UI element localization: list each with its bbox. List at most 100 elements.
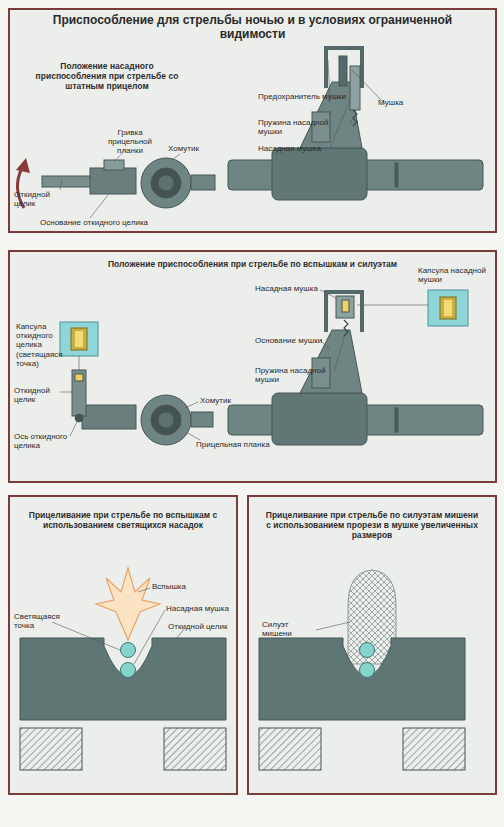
rear-sight — [42, 158, 215, 208]
sight-picture-silhouette — [403, 728, 465, 770]
barrel-front-sight — [272, 148, 367, 200]
barrel-front-sight — [353, 110, 357, 126]
part-label: Пружина насадной мушки — [255, 366, 335, 384]
part-label: Хомутик — [200, 396, 245, 405]
rear-sight — [90, 168, 136, 194]
sight-picture-flash — [121, 663, 136, 678]
rear-sight — [151, 168, 181, 198]
capsule-inset — [444, 300, 452, 316]
panel-heading: Прицеливание при стрельбе по вспышкам с … — [22, 511, 224, 531]
part-label: Гривка прицельной планки — [100, 128, 160, 156]
barrel-front-sight — [339, 56, 347, 86]
sight-picture-flash — [20, 728, 82, 770]
sight-picture-flash — [96, 568, 160, 640]
barrel-front-sight — [350, 66, 360, 110]
sight-picture-flash — [20, 568, 226, 770]
capsule-inset — [60, 290, 468, 370]
leader-line — [60, 392, 72, 393]
part-label: Капсула насадной мушки — [418, 266, 493, 284]
rear-sight-raised — [75, 414, 83, 422]
sight-picture-flash — [164, 728, 226, 770]
capsule-inset — [75, 331, 83, 347]
leader-line — [172, 154, 180, 160]
part-label: Насадная мушка — [255, 284, 325, 293]
barrel-front-sight — [395, 408, 398, 432]
part-label: Насадная мушка — [166, 604, 232, 613]
leader-line — [60, 180, 62, 190]
part-label: Откидной целик — [14, 190, 64, 208]
barrel-front-sight — [228, 292, 483, 445]
sight-picture-silhouette — [360, 663, 375, 678]
capsule-inset — [71, 328, 87, 350]
sight-picture-flash — [20, 638, 226, 720]
leader-line — [186, 432, 200, 440]
part-label: Силуэт мишени — [262, 620, 317, 638]
barrel-front-sight — [228, 48, 483, 200]
capsule-inset — [60, 322, 98, 356]
part-label: Насадная мушка — [258, 144, 333, 153]
part-label: Основание откидного целика — [40, 218, 150, 227]
leader-line — [334, 334, 345, 372]
barrel-front-sight — [344, 320, 348, 336]
rear-sight-raised — [72, 370, 86, 416]
panel-ground — [247, 495, 497, 795]
leader-line — [52, 588, 185, 664]
part-label: Откидной целик — [168, 622, 234, 631]
part-label: Прицельная планка — [196, 440, 276, 449]
rear-sight — [191, 175, 215, 190]
rear-sight-raised — [191, 412, 213, 427]
rear-sight — [42, 176, 94, 187]
sight-picture-silhouette — [259, 638, 465, 720]
sight-picture-silhouette — [259, 728, 321, 770]
part-label: Капсула откидного целика (светящаяся точ… — [16, 322, 60, 368]
part-label: Хомутик — [168, 144, 218, 153]
part-label: Основание мушки — [255, 336, 325, 345]
barrel-front-sight — [395, 163, 398, 187]
rotation-arrow — [16, 158, 30, 173]
panel-ground — [8, 8, 497, 233]
barrel-front-sight — [336, 296, 354, 318]
rear-sight-raised — [75, 374, 83, 381]
capsule-inset — [440, 297, 456, 319]
part-label: Ось откидного целика — [14, 432, 74, 450]
rear-sight — [141, 158, 191, 208]
part-label: Мушка — [378, 98, 418, 107]
leader-line — [185, 402, 198, 408]
barrel-front-sight — [342, 300, 349, 312]
poster-title: Приспособление для стрельбы ночью и в ус… — [20, 14, 485, 42]
sight-picture-silhouette — [259, 570, 465, 770]
panel-heading: Положение насадного приспособления при с… — [32, 62, 182, 91]
panel-ground — [8, 8, 497, 795]
sight-picture-silhouette — [360, 643, 375, 658]
part-label: Светящаяся точка — [14, 612, 59, 630]
poster-panel: Прицеливание при стрельбе по вспышкам с … — [8, 495, 238, 795]
barrel-front-sight — [326, 292, 362, 332]
capsule-inset — [79, 356, 80, 370]
barrel-front-sight — [272, 393, 367, 445]
rear-sight — [158, 175, 174, 191]
leader-line — [320, 290, 336, 298]
leader-line — [52, 622, 120, 650]
leader-line — [134, 610, 165, 664]
leader-line — [330, 100, 350, 148]
poster-panel: Прицеливание при стрельбе по силуэтам ми… — [247, 495, 497, 795]
sight-picture-silhouette — [316, 622, 350, 630]
leader-line — [350, 116, 354, 124]
poster-panel: Положение насадного приспособления при с… — [8, 8, 497, 233]
panel-heading: Прицеливание при стрельбе по силуэтам ми… — [263, 511, 481, 540]
sight-picture-silhouette — [348, 570, 396, 664]
panel-heading: Положение приспособления при стрельбе по… — [40, 260, 465, 270]
capsule-inset — [428, 290, 468, 326]
capsule-inset — [357, 305, 428, 306]
rear-sight — [104, 160, 124, 170]
leader-line — [90, 195, 108, 218]
rear-sight-raised — [158, 412, 174, 428]
rear-sight-raised — [82, 405, 136, 429]
leader-line — [138, 588, 150, 592]
rear-sight-raised — [72, 370, 213, 445]
rear-sight-raised — [151, 405, 181, 435]
panel-ground — [8, 495, 238, 795]
leader-line — [60, 290, 345, 440]
